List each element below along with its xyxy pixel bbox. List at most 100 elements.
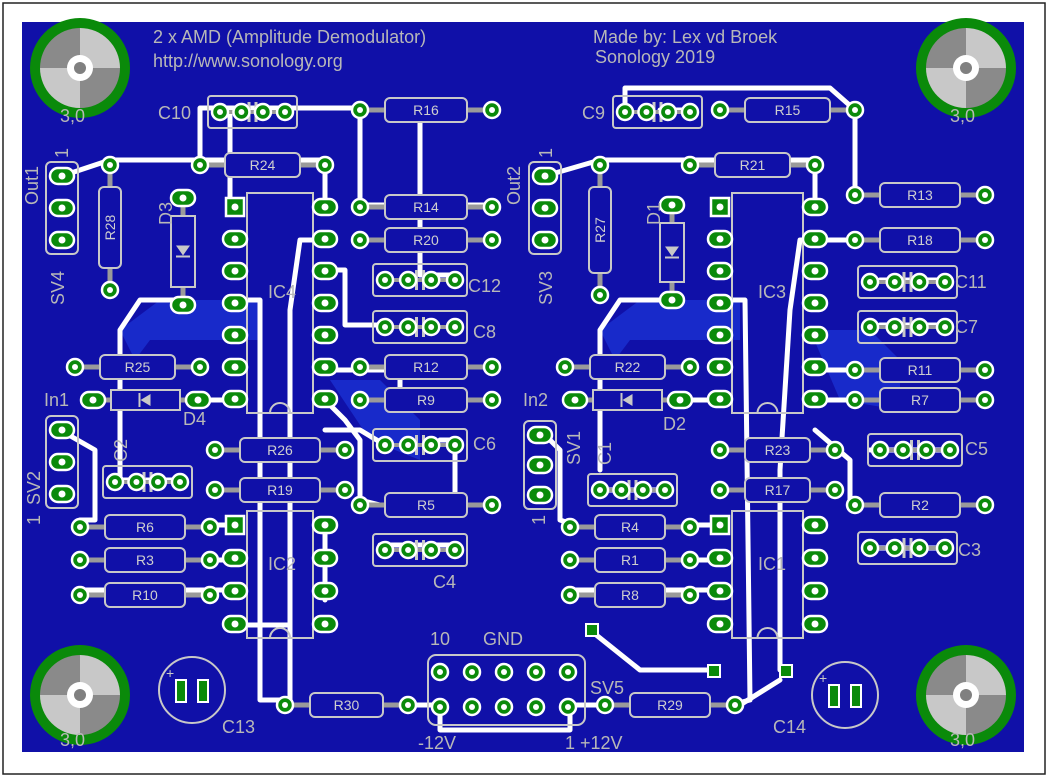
capacitor-c6 — [372, 428, 468, 462]
capacitor-c12 — [372, 263, 468, 297]
ic-notch — [269, 402, 291, 414]
pad-hole — [489, 502, 495, 508]
resistor-r24 — [190, 152, 335, 178]
resistor-body — [384, 194, 468, 220]
resistor-r1 — [560, 547, 700, 573]
resistor-body — [744, 437, 811, 463]
diode-symbol — [665, 246, 679, 257]
pad-hole — [942, 545, 948, 551]
pad-hole — [982, 367, 988, 373]
via-square — [707, 664, 721, 678]
resistor-body — [384, 227, 468, 253]
pad-hole — [342, 487, 348, 493]
resistor-label: R30 — [334, 697, 360, 713]
pad-hole — [533, 704, 539, 710]
pad-hole — [982, 237, 988, 243]
pad-hole — [501, 669, 507, 675]
pad-hole — [212, 447, 218, 453]
pad-hole — [357, 364, 363, 370]
pad-hole — [716, 620, 724, 628]
pad-hole — [231, 554, 239, 562]
resistor-body — [594, 582, 666, 608]
pad-hole — [197, 364, 203, 370]
pad-hole — [687, 592, 693, 598]
pad-hole — [716, 554, 724, 562]
pad-hole — [197, 162, 203, 168]
connector-out1 — [45, 161, 79, 255]
resistor-body — [384, 492, 468, 518]
label-c3: C3 — [958, 540, 981, 560]
capacitor-outline — [372, 428, 468, 462]
pad-hole — [357, 204, 363, 210]
pad-hole — [923, 447, 930, 453]
pad-hole — [321, 299, 329, 307]
pad-hole — [382, 324, 388, 330]
board-title: 2 x AMD (Amplitude Demodulator) — [153, 27, 426, 47]
resistor-r8 — [560, 582, 700, 608]
pad-hole — [179, 194, 187, 202]
mounting-hole-label: 3,0 — [950, 730, 975, 750]
pad-hole — [489, 364, 495, 370]
ic-notch — [756, 402, 779, 414]
pad-hole — [812, 162, 818, 168]
pad-hole — [982, 502, 988, 508]
resistor-r16 — [350, 97, 502, 123]
resistor-r23 — [710, 437, 845, 463]
resistor-label: R10 — [132, 587, 158, 603]
pad-hole — [716, 521, 724, 529]
pad-hole — [405, 547, 412, 553]
connector-outline — [523, 420, 557, 510]
pad-hole — [811, 235, 819, 243]
pad-hole — [536, 431, 544, 439]
pad-hole — [687, 524, 693, 530]
pad-hole — [207, 557, 213, 563]
pad-hole — [107, 287, 113, 293]
pad-hole — [154, 479, 161, 485]
pad-hole — [687, 557, 693, 563]
pad-hole — [891, 324, 898, 330]
mounting-hole-top-right: 3,0 — [916, 18, 1016, 126]
resistor-label: R9 — [417, 392, 435, 408]
pad-hole — [212, 487, 218, 493]
pad-hole — [321, 587, 329, 595]
label-sv5: SV5 — [590, 678, 624, 698]
resistor-label: R5 — [417, 497, 435, 513]
resistor-r5 — [350, 492, 502, 518]
pad-hole — [643, 109, 650, 115]
pad-hole — [231, 587, 239, 595]
pad-hole — [916, 324, 923, 330]
pad-hole — [405, 277, 412, 283]
pad-hole — [716, 363, 724, 371]
pad-hole — [811, 331, 819, 339]
label-d1: D1 — [644, 202, 664, 225]
pad-hole — [322, 162, 328, 168]
capacitor-outline — [612, 95, 703, 129]
resistor-r18 — [845, 227, 995, 253]
pad-hole — [282, 109, 288, 115]
power-header-sv5 — [427, 654, 586, 726]
resistor-body — [879, 357, 961, 383]
pad-hole — [668, 201, 676, 209]
resistor-body — [384, 387, 468, 413]
resistor-label: R25 — [125, 359, 151, 375]
pad-hole — [342, 447, 348, 453]
resistor-r6 — [70, 514, 220, 540]
pad-hole — [357, 107, 363, 113]
connector-outline — [528, 161, 562, 255]
resistor-label: R17 — [765, 482, 791, 498]
resistor-body — [309, 692, 384, 718]
pad-hole — [716, 203, 724, 211]
pad-hole — [231, 299, 239, 307]
pad-hole — [716, 235, 724, 243]
pad-hole — [622, 109, 628, 115]
pad-hole — [452, 324, 458, 330]
label-c9: C9 — [582, 103, 605, 123]
pad-hole — [77, 557, 83, 563]
pad-hole — [811, 521, 819, 529]
label-c5: C5 — [965, 439, 988, 459]
pad-hole — [207, 592, 213, 598]
pad-hole — [732, 702, 738, 708]
pad-hole — [687, 364, 693, 370]
pad-hole — [382, 547, 388, 553]
capacitor-outline — [867, 433, 963, 467]
